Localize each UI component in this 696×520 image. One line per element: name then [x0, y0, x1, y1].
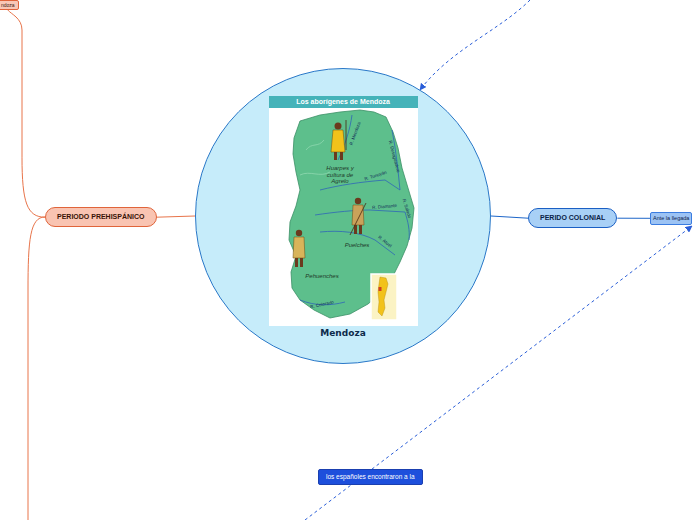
aborigine-figure [350, 198, 366, 235]
circle-caption: Mendoza [196, 328, 490, 338]
subtopic-box: Ante la llegada [650, 212, 692, 225]
aborigine-figure [293, 230, 305, 267]
relation-line [420, 0, 530, 90]
aborigine-figure [331, 120, 346, 160]
main-topic-pill: PERIDO COLONIAL [528, 208, 617, 228]
river [320, 180, 400, 190]
map-background [269, 96, 418, 326]
inset-highlight [379, 287, 382, 291]
province-outline [289, 110, 414, 318]
map-header-bar [269, 96, 418, 108]
river [392, 130, 400, 190]
topic-box: ndoza [0, 0, 19, 10]
topic-text: Ante la llegada [653, 215, 689, 222]
branch-connector [617, 218, 650, 219]
river [405, 212, 409, 240]
topic-text: PERIDO COLONIAL [540, 214, 605, 222]
topic-text: ndoza [1, 2, 15, 8]
topic-text: los españoles encontraron a la [326, 473, 415, 481]
branch-connector [8, 10, 45, 217]
river [320, 231, 395, 255]
floating-topic-box: los españoles encontraron a la [318, 469, 423, 485]
inset-country [378, 277, 388, 316]
branch-connector [157, 216, 195, 217]
main-topic-pill: PERIODO PREHISPÁNICO [45, 207, 157, 227]
terrain-texture [300, 140, 330, 175]
branch-connector [491, 216, 528, 218]
inset-map [371, 274, 397, 320]
branch-line [28, 217, 45, 520]
river [315, 210, 405, 215]
river [338, 115, 352, 160]
river [300, 300, 345, 305]
topic-text: PERIODO PREHISPÁNICO [57, 213, 145, 221]
central-circle: Mendoza [195, 68, 491, 364]
